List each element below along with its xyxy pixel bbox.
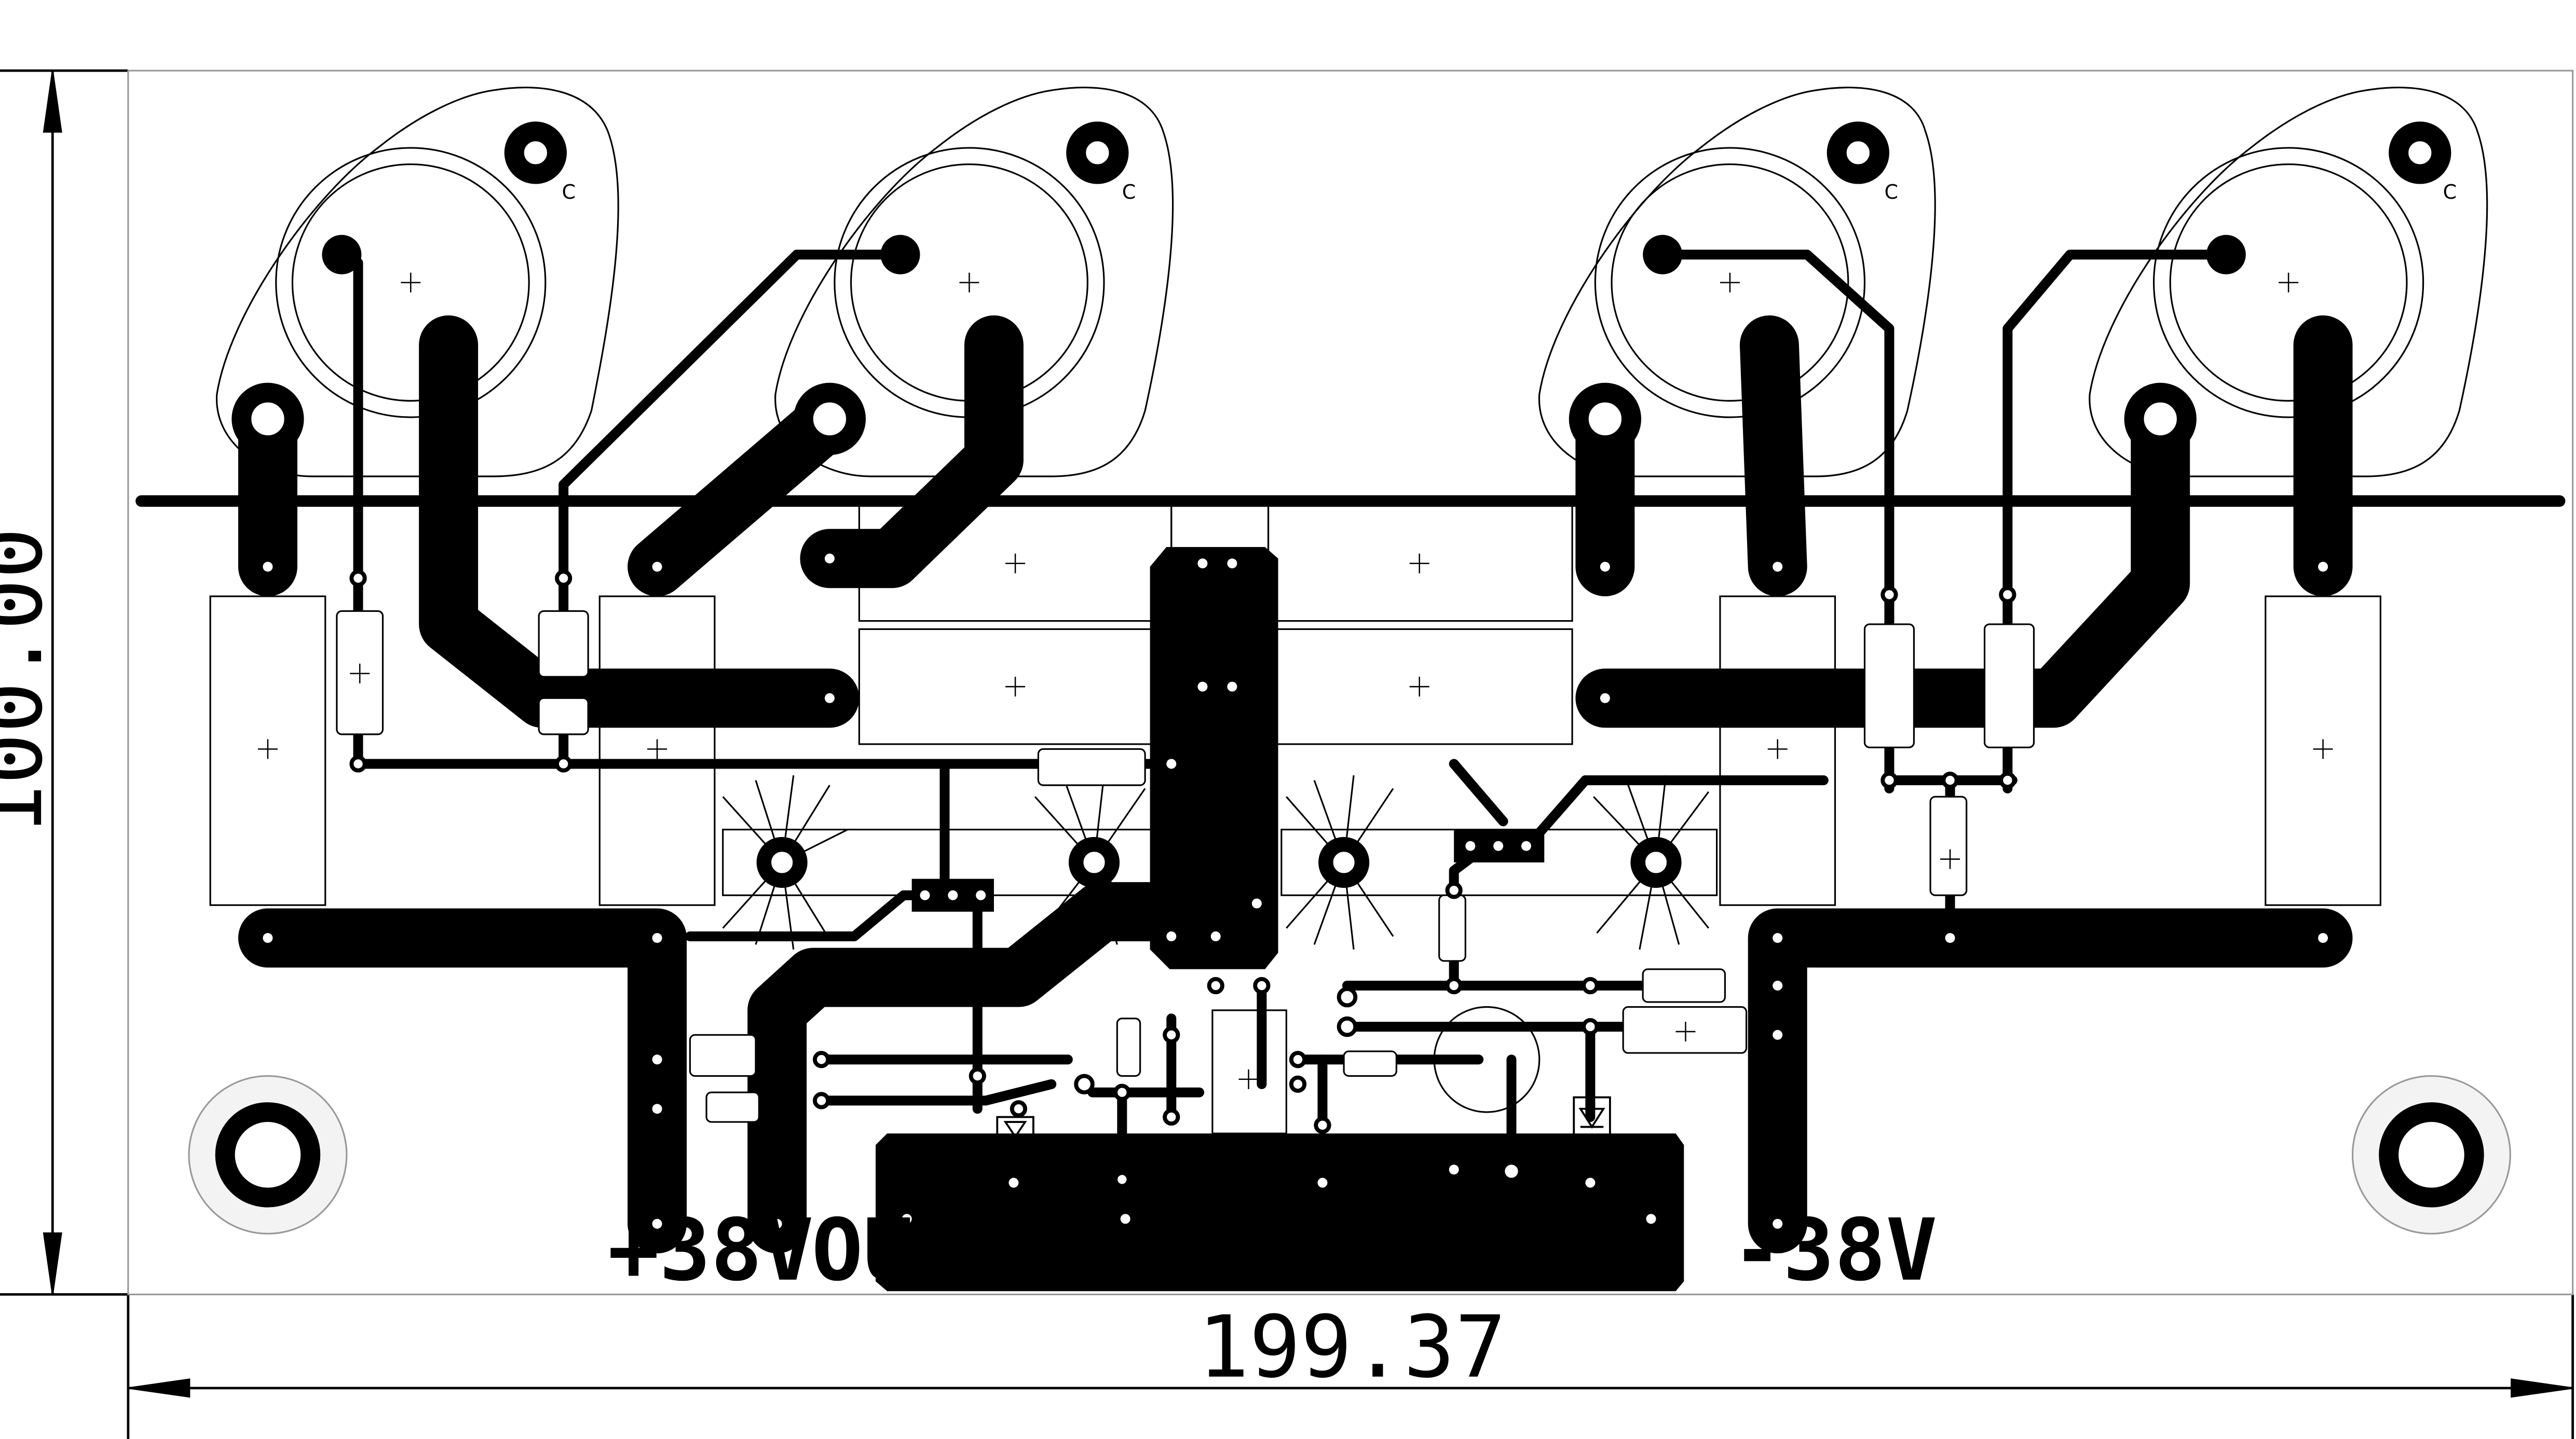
transistor-mounting-pads [231, 121, 2451, 455]
label-positive-supply: +38V [608, 1200, 813, 1300]
small-resistor-bodies [336, 610, 2035, 1123]
power-traces [238, 315, 2353, 1254]
diode-symbols [996, 1096, 1611, 1143]
dimension-annotations [0, 69, 2574, 1439]
transistor-4-collector-mark: C [2443, 181, 2457, 203]
electrolytic-capacitor-outline [1433, 1006, 1541, 1113]
transistor-2-collector-mark: C [1122, 181, 1136, 203]
via-holes [263, 553, 2328, 1229]
transistor-1-collector-mark: C [562, 181, 576, 203]
transistor-3-collector-mark: C [1884, 181, 1898, 203]
width-dimension-label: 199.37 [1198, 1297, 1506, 1397]
large-copper-pads [322, 235, 2350, 372]
output-copper-pour [1150, 547, 1278, 969]
driver-heatsink-pads [756, 837, 1682, 888]
small-resistor-crosses [350, 663, 1960, 1089]
resistor-center-crosses [257, 553, 2333, 759]
mounting-holes [188, 1075, 2511, 1235]
driver-transistor-pads [911, 829, 1545, 912]
label-output: OUT [812, 1200, 966, 1300]
transistor-center-crosses [401, 272, 2299, 293]
board-outline [127, 70, 2574, 1296]
label-negative-supply: -38V [1732, 1200, 1937, 1300]
driver-ic-outline [1211, 1009, 1287, 1134]
ground-copper-pour [876, 1133, 1684, 1292]
height-dimension-label: 100.00 [0, 527, 61, 836]
small-component-pads [349, 569, 2016, 1188]
